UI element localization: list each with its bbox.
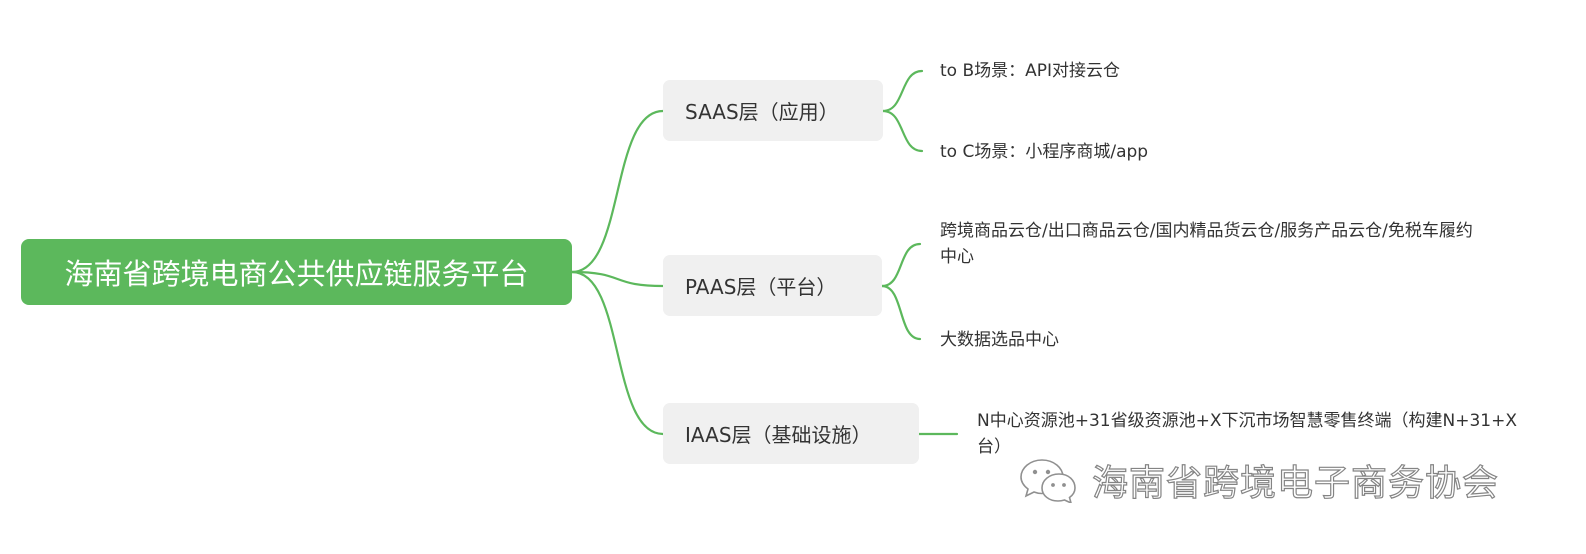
edge-paas-bigdata bbox=[880, 284, 922, 341]
root-label: 海南省跨境电商公共供应链服务平台 bbox=[64, 257, 529, 291]
leaf-node-cloud-warehouses[interactable]: 跨境商品云仓/出口商品云仓/国内精品货云仓/服务产品云仓/免税车履约中心 bbox=[940, 221, 1473, 267]
wechat-icon bbox=[1020, 459, 1076, 503]
layer-label: SAAS层（应用） bbox=[685, 100, 839, 124]
watermark: 海南省跨境电子商务协会 bbox=[1018, 456, 1500, 505]
leaf-node-to-b[interactable]: to B场景：API对接云仓 bbox=[940, 61, 1121, 81]
edge-root-iaas bbox=[570, 270, 665, 436]
leaf-node-to-c[interactable]: to C场景：小程序商城/app bbox=[940, 142, 1149, 162]
edge-paas-cloud bbox=[880, 242, 922, 288]
leaf-node-resource-pools[interactable]: N中心资源池+31省级资源池+X下沉市场智慧零售终端（构建N+31+X台） bbox=[977, 411, 1517, 457]
watermark-text: 海南省跨境电子商务协会 bbox=[1091, 462, 1500, 504]
layer-node-saas[interactable]: SAAS层（应用） bbox=[663, 80, 883, 141]
edge-root-paas bbox=[570, 270, 665, 288]
edge-saas-toC bbox=[881, 109, 924, 153]
root-node[interactable]: 海南省跨境电商公共供应链服务平台 bbox=[21, 239, 572, 305]
layer-label: IAAS层（基础设施） bbox=[685, 423, 872, 447]
layer-node-paas[interactable]: PAAS层（平台） bbox=[663, 255, 882, 316]
edge-saas-toB bbox=[881, 69, 924, 113]
edge-root-saas bbox=[570, 109, 665, 274]
layer-node-iaas[interactable]: IAAS层（基础设施） bbox=[663, 403, 919, 464]
leaf-node-big-data[interactable]: 大数据选品中心 bbox=[940, 330, 1059, 350]
layer-label: PAAS层（平台） bbox=[685, 275, 837, 299]
